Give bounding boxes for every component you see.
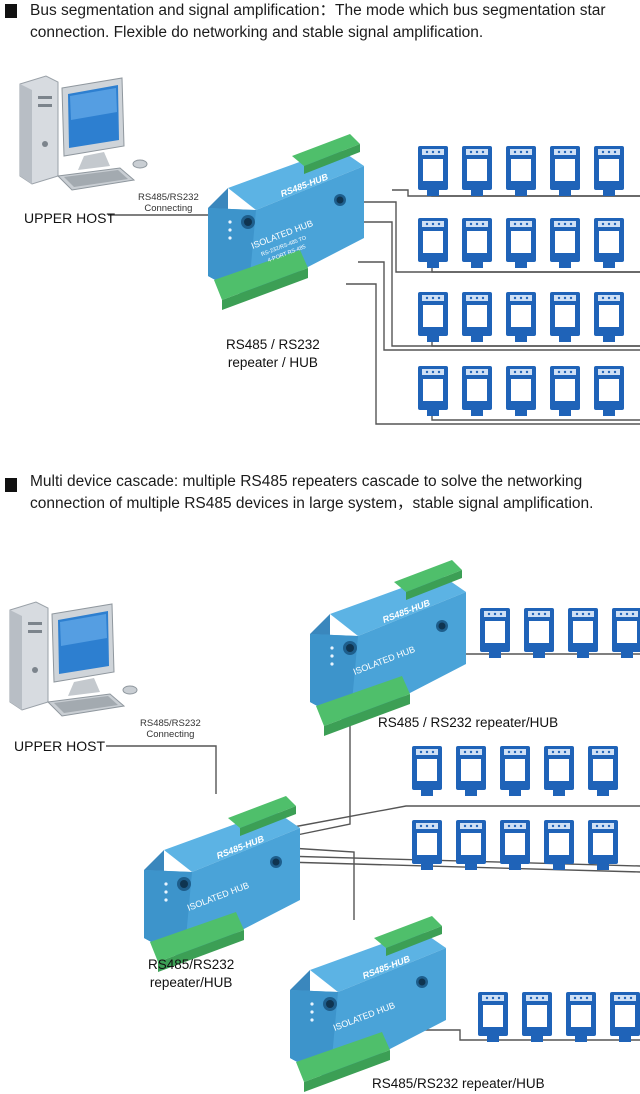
section2-top-modules	[480, 608, 640, 658]
section1-hub-label-1: RS485 / RS232	[226, 337, 320, 352]
section2-connect-label-2: Connecting	[146, 729, 195, 740]
section2-top-hub-label: RS485 / RS232 repeater/HUB	[378, 715, 559, 730]
section2-host-label: UPPER HOST	[14, 738, 106, 754]
section1-title: Bus segmentation and signal amplificatio…	[30, 0, 606, 44]
section1-connect-label-2: Connecting	[144, 203, 193, 214]
section2-top-hub-device	[310, 560, 466, 736]
section1-bus-line-4	[346, 283, 640, 425]
section1-hub-label: RS485 / RS232 repeater / HUB	[226, 336, 320, 372]
section2-bus-line-2	[283, 861, 640, 873]
section2-bottom-hub-device	[290, 916, 446, 1092]
section1-host-label: UPPER HOST	[24, 210, 116, 226]
section1-connect-label-1: RS485/RS232	[138, 192, 199, 203]
section2-connect-label: RS485/RS232 Connecting	[140, 718, 201, 740]
section2-host-line	[106, 745, 217, 794]
section2-computer-icon	[9, 601, 138, 717]
section2-bus-line-3	[287, 805, 640, 829]
section1-computer-icon	[19, 75, 148, 191]
section1-bus-line-3	[358, 261, 640, 351]
section1-hub-label-2: repeater / HUB	[227, 355, 318, 370]
section2-bottom-bus	[414, 1029, 640, 1041]
section2-connect-label-1: RS485/RS232	[140, 718, 201, 729]
section2-bottom-modules	[478, 992, 640, 1042]
section2-left-hub-label: RS485/RS232 repeater/HUB	[148, 956, 234, 992]
section2-left-hub-label-1: RS485/RS232	[148, 957, 235, 972]
section2-title: Multi device cascade: multiple RS485 rep…	[30, 471, 593, 515]
section1-title-line2: connection. Flexible do networking and s…	[30, 24, 484, 41]
section2-title-line2: connection of multiple RS485 devices in …	[30, 495, 594, 512]
section2-bottom-hub-label: RS485/RS232 repeater/HUB	[372, 1076, 545, 1091]
section2-left-hub-label-2: repeater/HUB	[149, 975, 233, 990]
section2-cascade-line-bottom	[289, 847, 355, 920]
section2-middle-modules	[412, 746, 618, 870]
section1-sensor-modules	[418, 146, 624, 416]
section2-title-line1: Multi device cascade: multiple RS485 rep…	[30, 473, 583, 490]
section2-left-hub-device	[144, 796, 300, 972]
section1-bullet	[5, 4, 17, 18]
section1-hub-device	[208, 134, 364, 310]
section1-title-line1: Bus segmentation and signal amplificatio…	[30, 2, 606, 19]
section1-connect-label: RS485/RS232 Connecting	[138, 192, 199, 214]
section2-bullet	[5, 478, 17, 492]
